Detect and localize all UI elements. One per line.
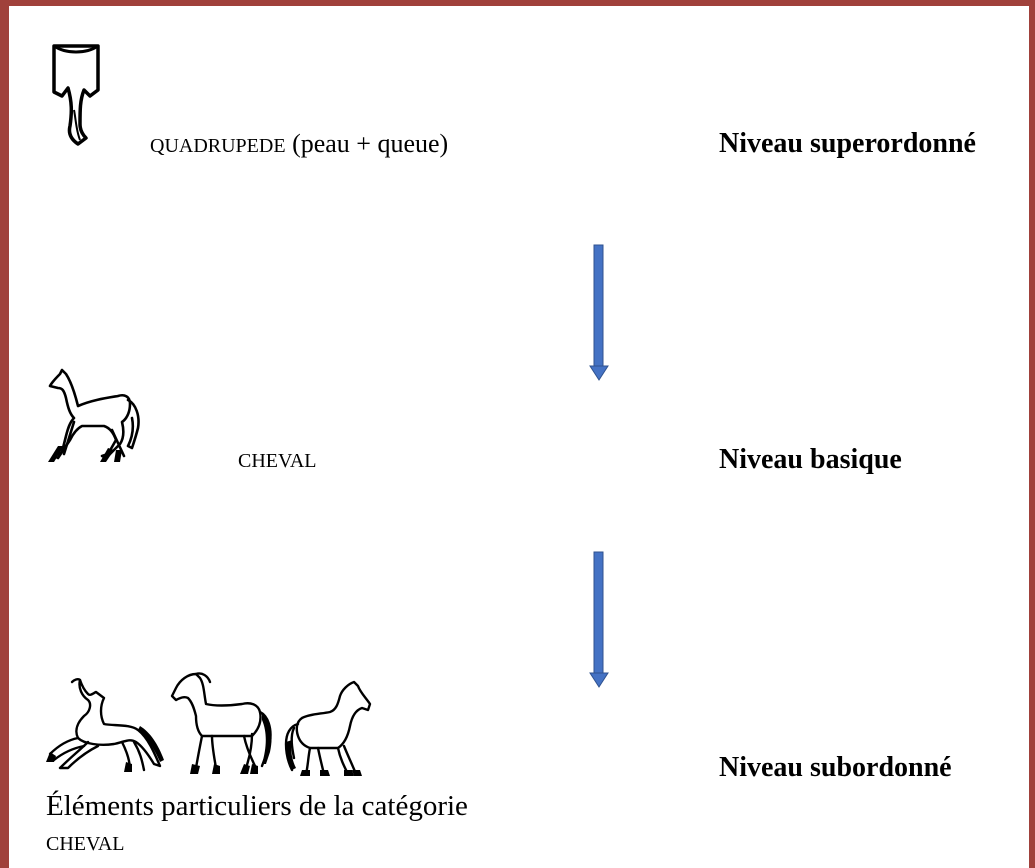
basic-level-label: Niveau basique (719, 444, 902, 475)
down-arrow-icon (589, 551, 609, 688)
superordinate-concept-caps: QUADRUPEDE (150, 135, 286, 157)
superordinate-concept: QUADRUPEDE (peau + queue) (150, 131, 448, 157)
horse-icon (48, 368, 140, 462)
down-arrow-icon (589, 244, 609, 381)
walking-horse-icon (170, 672, 272, 774)
superordinate-concept-paren: (peau + queue) (285, 129, 449, 158)
standing-horse-icon (284, 680, 372, 776)
superordinate-level-label: Niveau superordonné (719, 128, 976, 159)
subordinate-caption-line2: CHEVAL (46, 833, 125, 855)
subordinate-level-label: Niveau subordonné (719, 752, 952, 783)
basic-concept: CHEVAL (238, 450, 317, 472)
subordinate-caption-line1: Éléments particuliers de la catégorie (46, 790, 468, 822)
leaping-horse-icon (46, 677, 164, 772)
skin-tail-sign-icon (52, 44, 100, 146)
